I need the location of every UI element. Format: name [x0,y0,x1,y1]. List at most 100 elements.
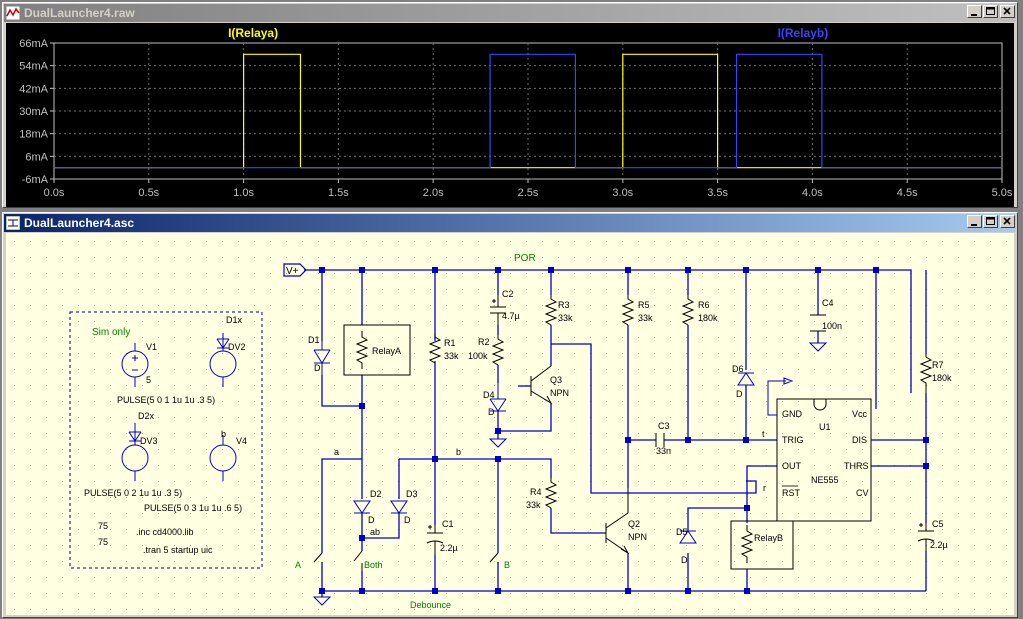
node-b-label: b [456,447,461,457]
close-button[interactable] [1000,5,1015,18]
junctions [319,267,929,594]
relay-b[interactable] [730,520,794,570]
y-tick-label: 42mA [19,83,48,95]
capacitor-c5[interactable] [917,523,935,551]
diode-d5[interactable] [679,530,697,544]
trace-1 [54,53,1002,169]
wires [304,269,927,597]
switch-b[interactable] [489,552,499,564]
v4-label: V4 [236,436,247,446]
d6-model: D [736,389,743,399]
r6-label: R6 [698,300,710,310]
r3-value: 33k [558,313,573,323]
close-button[interactable] [1000,215,1015,228]
transistor-q2[interactable] [605,488,630,555]
minimize-button[interactable] [967,5,982,18]
resistor-r1[interactable] [428,333,442,364]
dv2-label: DV2 [228,342,246,352]
d4-label: D4 [483,390,495,400]
schematic-titlebar[interactable]: DualLauncher4.asc [4,214,1016,232]
c2-label: C2 [502,289,514,299]
r1-value: 33k [444,351,459,361]
c4-value: 100n [822,321,842,331]
minimize-icon [971,14,977,16]
close-icon [1003,7,1011,15]
trig-pin-label: TRIG [782,435,804,445]
r7-label: R7 [932,360,944,370]
maximize-button[interactable] [983,215,998,228]
switch-both[interactable] [353,550,363,571]
r4-value: 33k [526,500,541,510]
gnd-pin-label: GND [782,409,803,419]
waveform-window-controls [966,5,1015,18]
v1-value: 5 [146,375,151,385]
resistor-r2[interactable] [491,335,505,366]
schematic[interactable]: V+ POR Sim only V1 5 D1x DV2 PULSE(5 0 1… [6,233,1014,615]
capacitor-c1[interactable] [426,525,444,555]
relayb-label: RelayB [754,533,783,543]
thrs-pin-label: THRS [844,461,869,471]
minimize-button[interactable] [967,215,982,228]
annotation-75a: 75 [98,521,108,531]
d2-model: D [368,515,375,525]
x-tick-label: 4.5s [897,187,918,199]
relay-a[interactable] [343,324,411,376]
ne555-label: NE555 [811,475,839,485]
annotation-75b: 75 [98,537,108,547]
node-a-label: a [334,447,339,457]
ground-switch [312,596,332,606]
switch-a[interactable] [313,552,323,564]
capacitor-c4[interactable] [810,314,826,332]
maximize-button[interactable] [983,5,998,18]
r3-label: R3 [558,300,570,310]
r4-label: R4 [530,487,542,497]
diode-d4[interactable] [489,383,507,412]
resistor-r6[interactable] [681,295,695,326]
voltage-source-dv3[interactable] [121,423,149,481]
transistor-q3[interactable] [530,365,553,405]
x-tick-label: 1.5s [328,187,349,199]
resistor-r4[interactable] [544,478,558,509]
diode-d1[interactable] [313,341,331,375]
y-tick-label: 66mA [19,38,48,50]
ground-c4 [808,342,828,352]
ne555-u1[interactable] [776,398,872,522]
vplus-flag[interactable]: V+ [283,263,307,277]
capacitor-c3[interactable] [655,433,665,447]
schematic-window-controls [966,215,1015,228]
voltage-source-v4[interactable] [209,435,237,481]
d1x-label: D1x [226,315,243,325]
switch-a-label: A [295,560,301,570]
x-tick-label: 5.0s [992,187,1013,199]
node-t-label: t [762,429,765,439]
schematic-window: DualLauncher4.asc [2,212,1018,618]
include-directive: .inc cd4000.lib [136,527,194,537]
voltage-source-dv2[interactable] [209,333,237,387]
diode-d3[interactable] [390,500,408,514]
waveform-titlebar[interactable]: DualLauncher4.raw [4,4,1016,22]
r6-value: 180k [698,313,718,323]
diode-d2[interactable] [353,500,371,514]
ground-d4 [488,438,508,448]
resistor-r3[interactable] [544,295,558,326]
c3-label: C3 [658,421,670,431]
switch-b-label: B [504,560,510,570]
maximize-icon [986,217,995,225]
schematic-canvas[interactable]: V+ POR Sim only V1 5 D1x DV2 PULSE(5 0 1… [6,233,1014,615]
diode-d6[interactable] [737,372,755,386]
gnd-pin-flag [767,377,794,416]
resistor-r5[interactable] [621,295,635,326]
c2-value: 4.7µ [502,311,520,321]
d3-label: D3 [406,489,418,499]
y-tick-label: 54mA [19,61,48,73]
x-tick-label: 2.0s [423,187,444,199]
capacitor-c2[interactable] [490,295,506,325]
r7-value: 180k [932,373,952,383]
dis-pin-label: DIS [852,435,867,445]
r1-label: R1 [444,338,456,348]
resistor-r7[interactable] [919,353,933,393]
voltage-source-v1[interactable] [121,343,149,387]
